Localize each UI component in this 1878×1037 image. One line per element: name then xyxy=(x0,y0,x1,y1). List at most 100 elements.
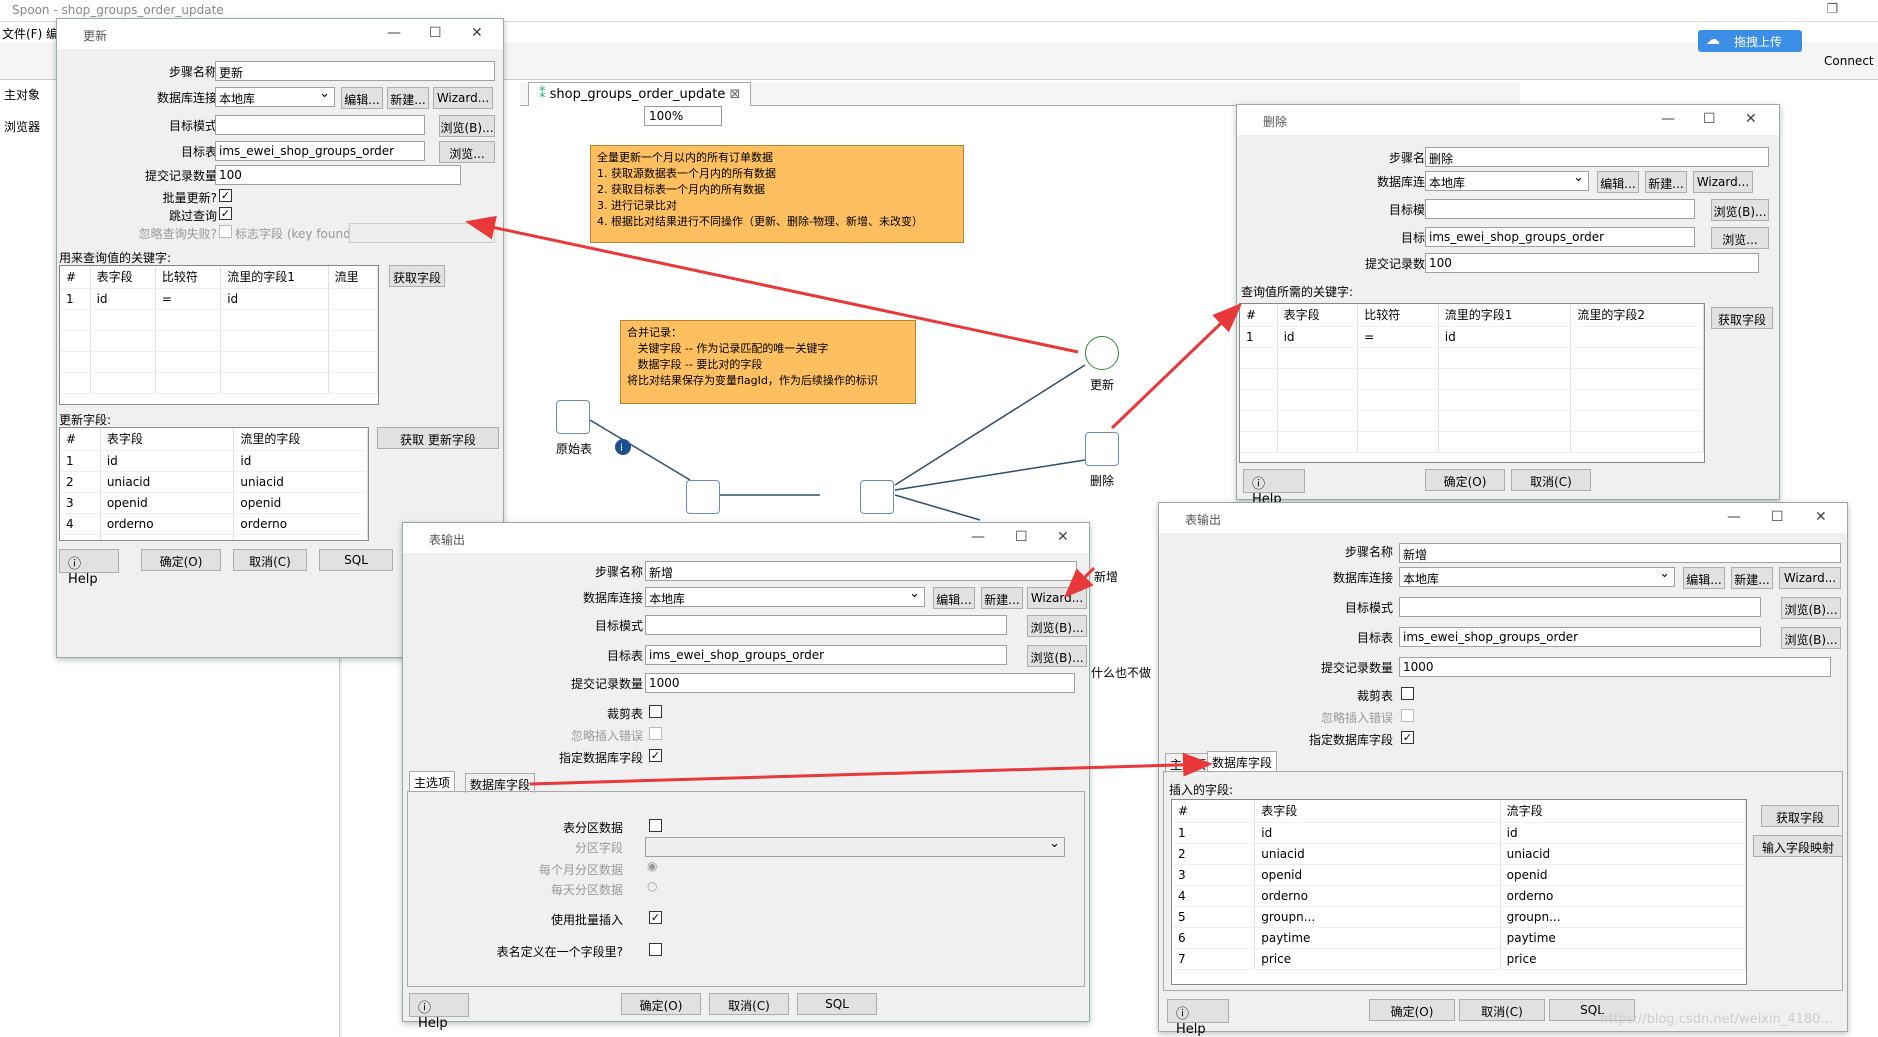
schema-input[interactable] xyxy=(215,115,425,135)
sql-button[interactable]: SQL xyxy=(319,549,393,571)
truncate-checkbox[interactable] xyxy=(1401,687,1414,700)
tab-transformation[interactable]: ⁑ shop_groups_order_update ⊠ xyxy=(528,82,752,106)
skip-lookup-checkbox[interactable]: ✓ xyxy=(219,207,232,220)
specify-fields-checkbox[interactable]: ✓ xyxy=(649,749,662,762)
help-button[interactable]: ⓘ Help xyxy=(59,549,119,587)
sql-button[interactable]: SQL xyxy=(797,993,877,1015)
note-merge[interactable]: 合并记录： 关键字段 -- 作为记录匹配的唯一关键字 数据字段 -- 要比对的字… xyxy=(620,320,916,404)
step-name-input[interactable]: 更新 xyxy=(215,61,495,81)
tab-main-options[interactable]: 主选项 xyxy=(409,771,456,791)
tab-db-fields[interactable]: 数据库字段 xyxy=(1207,751,1278,771)
node-merge-icon[interactable] xyxy=(686,480,720,514)
specify-fields-checkbox[interactable]: ✓ xyxy=(1401,731,1414,744)
edit-button[interactable]: 编辑... xyxy=(341,87,383,109)
wizard-button[interactable]: Wizard... xyxy=(1779,567,1841,589)
maximize-icon[interactable]: ☐ xyxy=(1015,529,1028,545)
commit-input[interactable]: 100 xyxy=(1425,253,1759,273)
node-source-icon[interactable] xyxy=(556,400,590,434)
daily-radio[interactable]: ○ xyxy=(647,879,658,893)
commit-input[interactable]: 1000 xyxy=(1399,657,1831,677)
browse-schema-button[interactable]: 浏览(B)... xyxy=(1711,199,1769,221)
table-input[interactable]: ims_ewei_shop_groups_order xyxy=(215,141,425,161)
ignore-errors-checkbox[interactable] xyxy=(1401,709,1414,722)
ignore-errors-checkbox[interactable] xyxy=(649,727,662,740)
close-icon[interactable]: ✕ xyxy=(1815,509,1827,525)
browse-schema-button[interactable]: 浏览(B)... xyxy=(1027,615,1087,637)
truncate-checkbox[interactable] xyxy=(649,705,662,718)
get-fields-button[interactable]: 获取字段 xyxy=(389,265,445,287)
table-input[interactable]: ims_ewei_shop_groups_order xyxy=(1425,227,1695,247)
cancel-button[interactable]: 取消(C) xyxy=(1459,999,1545,1021)
new-button[interactable]: 新建... xyxy=(387,87,429,109)
new-button[interactable]: 新建... xyxy=(1731,567,1773,589)
batch-insert-checkbox[interactable]: ✓ xyxy=(649,911,662,924)
cancel-button[interactable]: 取消(C) xyxy=(1511,469,1591,491)
maximize-icon[interactable]: ☐ xyxy=(1771,509,1784,525)
cancel-button[interactable]: 取消(C) xyxy=(709,993,789,1015)
ok-button[interactable]: 确定(O) xyxy=(621,993,701,1015)
restore-icon[interactable]: ❐ xyxy=(1826,2,1838,17)
maximize-icon[interactable]: ☐ xyxy=(429,25,442,41)
connection-select[interactable]: 本地库 xyxy=(1399,566,1675,587)
connection-select[interactable]: 本地库 xyxy=(215,86,335,107)
table-input[interactable]: ims_ewei_shop_groups_order xyxy=(645,645,1007,665)
close-icon[interactable]: ⊠ xyxy=(729,87,741,102)
connection-select[interactable]: 本地库 xyxy=(1425,170,1589,191)
close-icon[interactable]: ✕ xyxy=(471,25,483,41)
cancel-button[interactable]: 取消(C) xyxy=(233,549,307,571)
map-fields-button[interactable]: 输入字段映射 xyxy=(1753,835,1843,857)
wizard-button[interactable]: Wizard... xyxy=(1693,171,1753,193)
node-update-icon[interactable] xyxy=(1085,336,1119,370)
wizard-button[interactable]: Wizard... xyxy=(433,87,493,109)
upload-button[interactable]: 拖拽上传 xyxy=(1698,30,1802,52)
ok-button[interactable]: 确定(O) xyxy=(1369,999,1455,1021)
schema-input[interactable] xyxy=(1399,597,1761,617)
minimize-icon[interactable]: — xyxy=(387,25,401,41)
browse-schema-button[interactable]: 浏览(B)... xyxy=(439,115,495,137)
tab-db-fields[interactable]: 数据库字段 xyxy=(465,773,536,793)
step-name-input[interactable]: 新增 xyxy=(645,561,1077,581)
menu-edit[interactable]: 编 xyxy=(46,27,59,41)
get-update-fields-button[interactable]: 获取 更新字段 xyxy=(377,427,499,449)
browse-table-button[interactable]: 浏览(B)... xyxy=(1781,627,1841,649)
partition-checkbox[interactable] xyxy=(649,819,662,832)
connect-button[interactable]: Connect xyxy=(1824,54,1874,68)
close-icon[interactable]: ✕ xyxy=(1745,111,1757,127)
sql-button[interactable]: SQL xyxy=(1549,999,1635,1021)
browse-table-button[interactable]: 浏览(B)... xyxy=(1027,645,1087,667)
node-delete-icon[interactable] xyxy=(1085,432,1119,466)
help-button[interactable]: ⓘ Help xyxy=(409,993,469,1031)
edit-button[interactable]: 编辑... xyxy=(1683,567,1725,589)
step-name-input[interactable]: 删除 xyxy=(1425,147,1769,167)
note-overview[interactable]: 全量更新一个月以内的所有订单数据 1. 获取源数据表一个月内的所有数据 2. 获… xyxy=(590,145,964,243)
maximize-icon[interactable]: ☐ xyxy=(1703,111,1716,127)
schema-input[interactable] xyxy=(1425,199,1695,219)
help-button[interactable]: ⓘ Help xyxy=(1167,999,1229,1037)
new-button[interactable]: 新建... xyxy=(1645,171,1687,193)
edit-button[interactable]: 编辑... xyxy=(933,587,975,609)
monthly-radio[interactable]: ◉ xyxy=(647,859,658,873)
partition-field-select[interactable] xyxy=(645,836,1065,857)
close-icon[interactable]: ✕ xyxy=(1057,529,1069,545)
browser-tab[interactable]: 浏览器 xyxy=(4,120,41,134)
minimize-icon[interactable]: — xyxy=(1661,111,1675,127)
table-input[interactable]: ims_ewei_shop_groups_order xyxy=(1399,627,1761,647)
commit-input[interactable]: 1000 xyxy=(645,673,1075,693)
batch-update-checkbox[interactable]: ✓ xyxy=(219,189,232,202)
minimize-icon[interactable]: — xyxy=(971,529,985,545)
commit-input[interactable]: 100 xyxy=(215,165,461,185)
ok-button[interactable]: 确定(O) xyxy=(1425,469,1505,491)
menu-file[interactable]: 文件(F) xyxy=(2,27,43,41)
connection-select[interactable]: 本地库 xyxy=(645,586,925,607)
step-name-input[interactable]: 新增 xyxy=(1399,543,1841,563)
browse-table-button[interactable]: 浏览... xyxy=(439,141,495,163)
schema-input[interactable] xyxy=(645,615,1007,635)
new-button[interactable]: 新建... xyxy=(981,587,1023,609)
tablename-in-field-checkbox[interactable] xyxy=(649,943,662,956)
get-fields-button[interactable]: 获取字段 xyxy=(1761,805,1839,827)
ok-button[interactable]: 确定(O) xyxy=(141,549,221,571)
